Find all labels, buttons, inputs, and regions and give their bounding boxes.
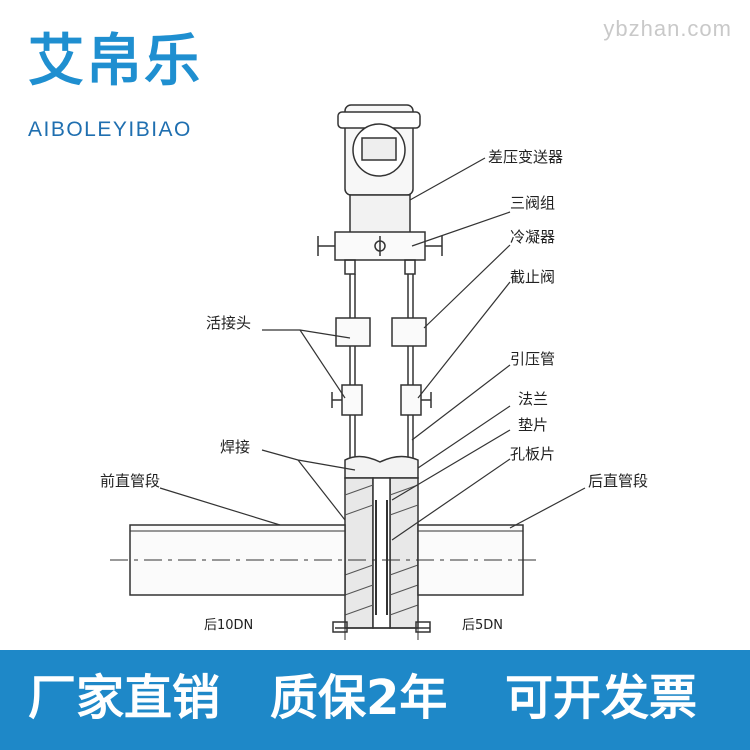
slogan-banner: [0, 650, 750, 750]
label-valve-group: 三阀组: [510, 194, 556, 212]
watermark: ybzhan.com: [603, 16, 732, 41]
label-gasket: 垫片: [518, 416, 549, 434]
orifice-flowmeter-diagram: [110, 104, 586, 640]
label-flange: 法兰: [518, 390, 549, 408]
flange-right: [389, 477, 419, 629]
flange-left: [344, 477, 374, 629]
slogan-direct-sale: 厂家直销: [28, 670, 221, 726]
brand-logo: 艾帛乐: [28, 29, 202, 94]
dimension-front: 后10DN: [204, 618, 254, 633]
label-condenser: 冷凝器: [510, 228, 556, 246]
transmitter-body: [349, 194, 411, 236]
dimension-rear: 后5DN: [462, 618, 504, 633]
slogan-warranty: 质保2年: [270, 670, 448, 726]
label-transmitter: 差压变送器: [488, 148, 564, 166]
label-rear-straight: 后直管段: [588, 472, 649, 490]
label-stop-valve: 截止阀: [510, 268, 556, 286]
slogan-invoice: 可开发票: [505, 670, 698, 726]
pipe-rear: [417, 524, 524, 596]
label-weld: 焊接: [220, 438, 251, 456]
label-orifice: 孔板片: [510, 445, 556, 463]
flange-top: [344, 455, 419, 479]
condenser-left: [335, 317, 371, 347]
label-impulse-tube: 引压管: [510, 350, 556, 368]
condenser-right: [391, 317, 427, 347]
stop-valve-left: [341, 384, 363, 416]
brand-logo-subtitle: AIBOLEYIBIAO: [28, 118, 192, 141]
label-front-straight: 前直管段: [100, 472, 161, 490]
label-union: 活接头: [206, 314, 252, 332]
stop-valve-right: [400, 384, 422, 416]
